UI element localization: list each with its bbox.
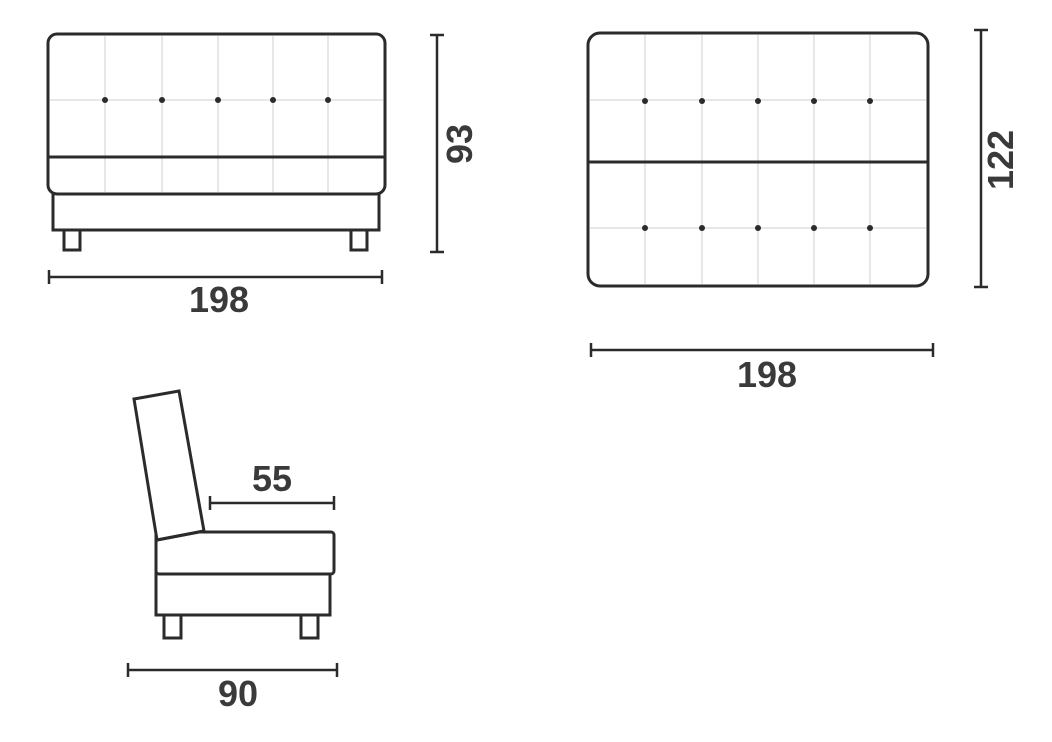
front-width-label: 198 bbox=[189, 279, 249, 320]
side-depth-dimension bbox=[126, 663, 339, 677]
side-backrest bbox=[132, 389, 206, 542]
top-width-dimension bbox=[589, 343, 935, 357]
top-view: 198 122 bbox=[586, 28, 1021, 395]
top-width-label: 198 bbox=[737, 354, 797, 395]
side-leg-front bbox=[162, 612, 183, 640]
front-width-dimension bbox=[47, 270, 384, 284]
front-view: 198 93 bbox=[46, 32, 480, 320]
front-tufts bbox=[102, 97, 331, 103]
front-leg-left bbox=[62, 228, 82, 252]
front-height-dimension bbox=[430, 33, 444, 254]
front-height-label: 93 bbox=[439, 124, 480, 164]
top-depth-label: 122 bbox=[980, 130, 1021, 190]
front-leg-right bbox=[349, 228, 369, 252]
side-view: 55 90 bbox=[126, 389, 339, 714]
top-depth-dimension bbox=[974, 28, 988, 289]
side-backrest-joint bbox=[156, 529, 205, 542]
side-seat-depth-label: 55 bbox=[252, 458, 292, 499]
side-seat-depth-dimension bbox=[208, 496, 336, 510]
side-base bbox=[154, 571, 332, 617]
top-tufts bbox=[642, 98, 873, 231]
side-leg-back bbox=[299, 612, 320, 640]
side-depth-label: 90 bbox=[218, 673, 258, 714]
side-seat-cushion bbox=[154, 530, 336, 576]
front-base bbox=[51, 191, 381, 232]
front-body bbox=[46, 32, 387, 196]
